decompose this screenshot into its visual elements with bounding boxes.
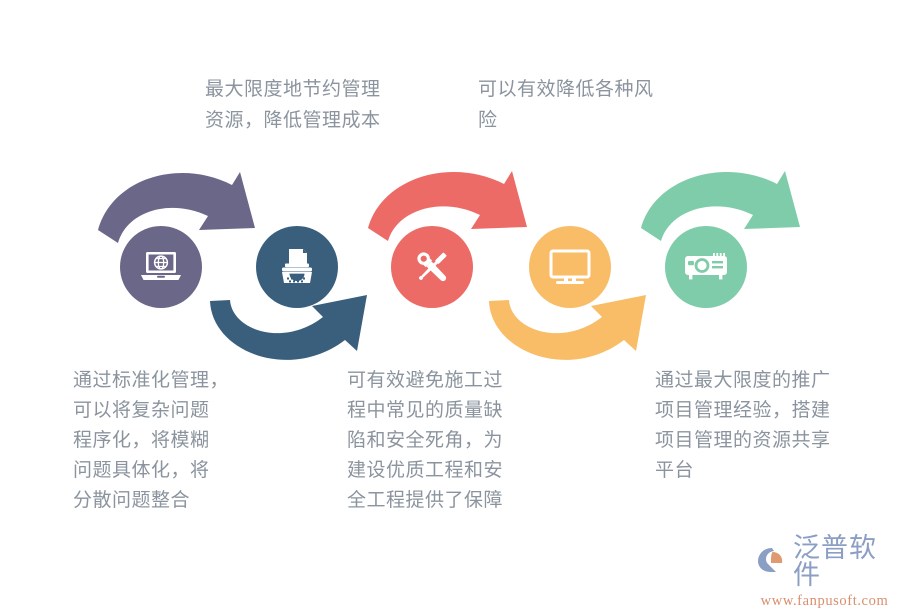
brand-logo[interactable]: 泛普软件 www.fanpusoft.com (758, 533, 893, 609)
caption-avoid-quality-defects: 可有效避免施工过 程中常见的质量缺 陷和安全死角，为 建设优质工程和安 全工程提… (347, 370, 504, 511)
typewriter-icon (277, 247, 317, 287)
projector-icon (683, 252, 729, 282)
node-projector[interactable] (665, 226, 747, 308)
node-monitor[interactable] (529, 226, 611, 308)
node-tools[interactable] (391, 226, 473, 308)
brand-url: www.fanpusoft.com (760, 593, 889, 609)
node-laptop-globe[interactable] (120, 226, 202, 308)
wrench-screwdriver-icon (411, 246, 453, 288)
fanpu-logo-mark (758, 546, 788, 579)
node-typewriter[interactable] (256, 226, 338, 308)
caption-saving-management-resources: 最大限度地节约管理 资源，降低管理成本 (205, 79, 381, 131)
caption-reduce-risks: 可以有效降低各种风 险 (478, 79, 654, 131)
laptop-globe-icon (139, 249, 183, 285)
monitor-icon (548, 249, 592, 285)
caption-share-platform: 通过最大限度的推广 项目管理经验，搭建 项目管理的资源共享 平台 (655, 370, 831, 481)
caption-standardized-management: 通过标准化管理， 可以将复杂问题 程序化，将模糊 问题具体化，将 分散问题整合 (73, 370, 230, 511)
brand-name: 泛普软件 (793, 533, 877, 591)
